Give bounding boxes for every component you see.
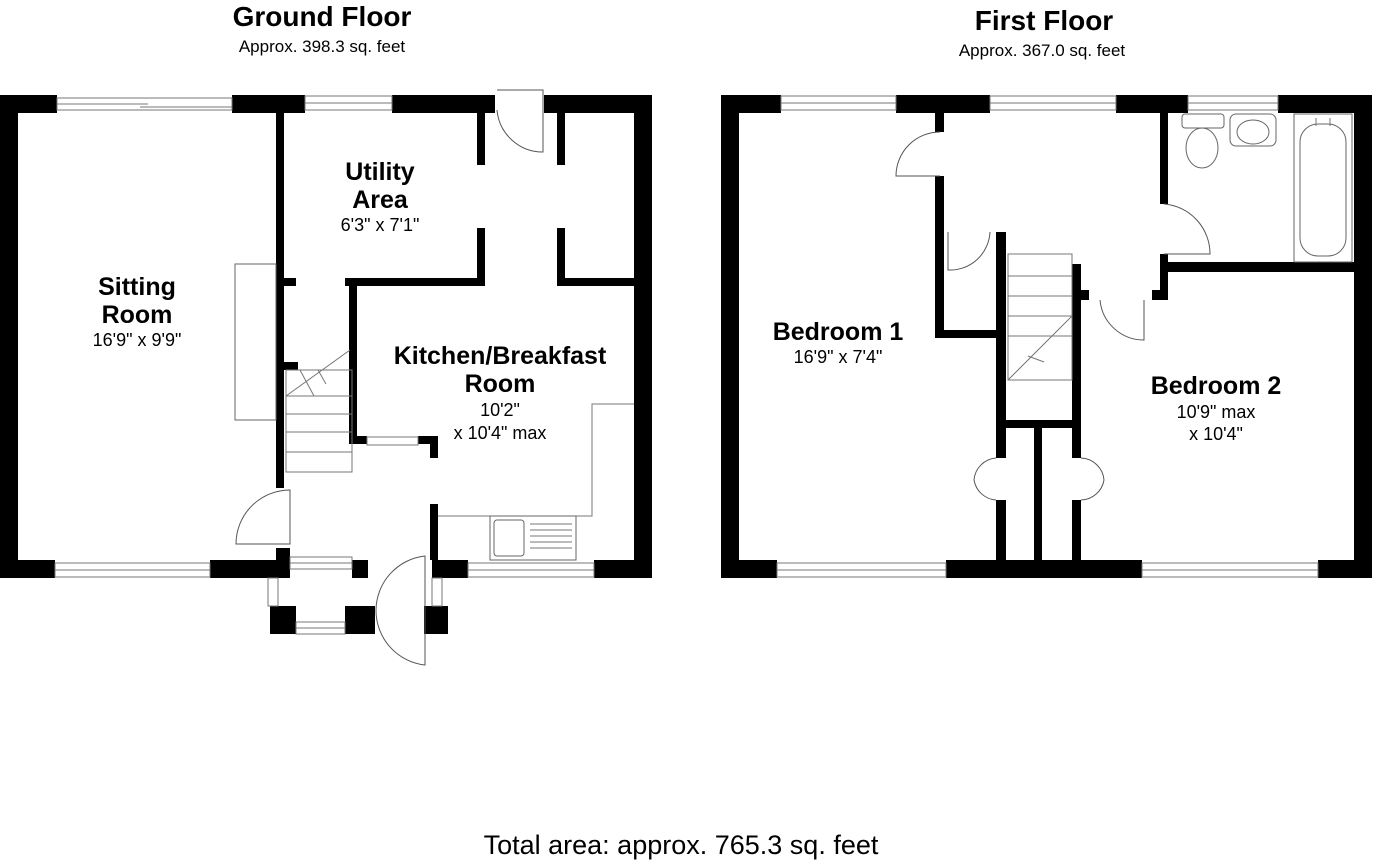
ground-wall: [352, 560, 368, 578]
first-internal-wall: [1034, 428, 1042, 560]
ground-internal-wall: [565, 278, 637, 286]
ground-wall: [210, 560, 290, 578]
first-internal-wall: [1160, 254, 1168, 262]
toilet: [1181, 113, 1225, 169]
ground-internal-wall: [284, 278, 296, 286]
first-internal-wall: [996, 232, 1006, 458]
porch-wall: [345, 606, 375, 634]
ground-internal-wall: [557, 228, 565, 286]
ground-internal-wall: [276, 110, 284, 488]
first-internal-wall: [1072, 290, 1081, 458]
chimney-breast: [234, 263, 277, 421]
bathtub: [1293, 113, 1353, 263]
bedroom2-name: Bedroom 2: [1151, 372, 1282, 400]
bedroom1-name: Bedroom 1: [773, 318, 904, 346]
sitting-room-name: Sitting: [98, 273, 176, 301]
porch-side-window: [431, 577, 443, 607]
ground-wall: [544, 95, 652, 113]
airing-cupboard-door: [947, 231, 991, 271]
utility-area-dimensions: 6'3" x 7'1": [341, 215, 420, 235]
sitting-room-dimensions: 16'9" x 9'9": [93, 330, 182, 350]
bedroom2-dimensions: x 10'4": [1189, 424, 1243, 444]
first-wall: [1318, 560, 1372, 578]
first-internal-wall: [944, 330, 1004, 338]
ground-internal-wall: [276, 548, 290, 560]
ground-wall: [0, 95, 18, 578]
first-wall: [721, 560, 777, 578]
total-area: Total area: approx. 765.3 sq. feet: [484, 830, 879, 860]
ground-internal-wall: [418, 436, 438, 444]
ground-floor-title: Ground Floor: [233, 1, 412, 32]
bedroom1-dimensions: 16'9" x 7'4": [794, 347, 883, 367]
first-floor-area: Approx. 367.0 sq. feet: [959, 41, 1126, 60]
first-internal-wall: [996, 500, 1006, 560]
porch-side-window: [267, 577, 279, 607]
bedroom1-door: [895, 131, 941, 177]
kitchen-name: Room: [465, 370, 536, 398]
first-internal-wall: [1160, 272, 1168, 300]
first-internal-wall: [1160, 262, 1356, 272]
first-wall: [896, 95, 990, 113]
first-wall: [1278, 95, 1372, 113]
ground-floor-plan: [0, 89, 652, 666]
wardrobe-door-left: [973, 457, 997, 501]
kitchen-name: Kitchen/Breakfast: [394, 342, 607, 370]
ground-wall: [0, 560, 55, 578]
ground-wall: [594, 560, 652, 578]
ground-floor-area: Approx. 398.3 sq. feet: [239, 37, 406, 56]
sitting-room-name: Room: [102, 301, 173, 329]
first-internal-wall: [1072, 500, 1081, 560]
first-staircase: [1007, 253, 1073, 381]
ground-internal-wall: [557, 110, 565, 165]
first-internal-wall: [1160, 110, 1168, 204]
ground-internal-wall: [357, 436, 367, 444]
porch-wall: [424, 606, 448, 634]
wardrobe-door-right: [1080, 457, 1105, 501]
ground-wall: [634, 95, 652, 578]
first-floor-title: First Floor: [975, 5, 1114, 36]
ground-wall: [232, 95, 305, 113]
ground-internal-wall: [430, 436, 438, 458]
ground-internal-wall: [284, 362, 298, 370]
ground-internal-wall: [430, 504, 438, 560]
kitchen-dimensions: x 10'4" max: [454, 423, 547, 443]
back-door: [496, 89, 544, 153]
hall-door: [235, 489, 291, 545]
ground-internal-wall: [349, 286, 357, 444]
sink-drainer: [530, 523, 572, 549]
wash-basin: [1229, 113, 1277, 147]
bedroom2-dimensions: 10'9" max: [1177, 402, 1256, 422]
first-internal-wall: [935, 110, 944, 132]
first-wall: [946, 560, 1142, 578]
first-internal-wall: [1081, 290, 1089, 300]
porch-wall: [270, 606, 296, 634]
ground-internal-wall: [345, 278, 485, 286]
ground-wall: [392, 95, 495, 113]
first-wall: [721, 95, 739, 578]
utility-area-name: Utility: [345, 158, 415, 186]
ground-wall: [432, 560, 468, 578]
front-door: [375, 555, 426, 666]
first-floor-plan: [721, 95, 1372, 578]
first-internal-wall: [935, 176, 944, 338]
kitchen-internal-window: [366, 436, 419, 446]
bedroom2-door: [1099, 299, 1145, 341]
first-wall: [1116, 95, 1188, 113]
first-internal-wall: [1006, 420, 1072, 428]
first-internal-wall: [1072, 264, 1081, 290]
kitchen-dimensions: 10'2": [480, 400, 520, 420]
bathroom-door: [1163, 203, 1211, 255]
utility-area-name: Area: [352, 186, 409, 214]
ground-staircase: [285, 349, 353, 473]
first-wall: [1354, 95, 1372, 578]
ground-internal-wall: [477, 110, 485, 165]
ground-internal-wall: [477, 228, 485, 286]
kitchen-worktop: [438, 403, 634, 517]
